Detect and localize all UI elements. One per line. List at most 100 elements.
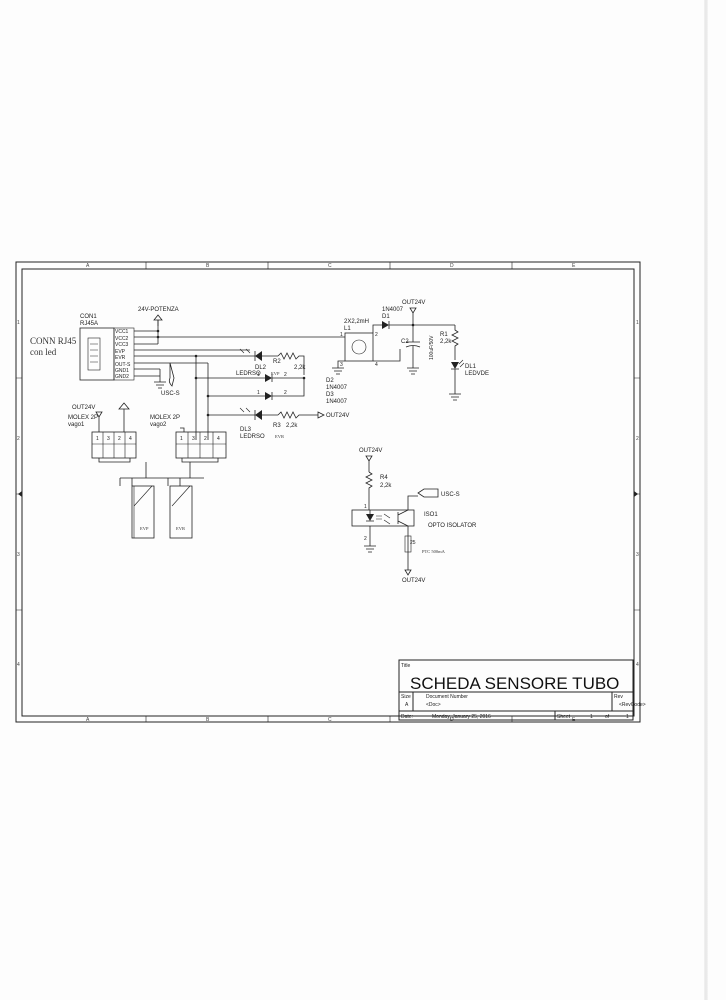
label-out24v-mid: OUT24V [326,413,349,419]
r4-value: 2,2k [380,483,392,489]
led-dl2: LEDRSO DL2 EVP [196,348,280,377]
date-value: Monday, January 25, 2016 [432,714,491,720]
pin-vcc1: VCC1 [115,329,129,335]
svg-text:1: 1 [257,390,260,396]
coil-wiring [119,462,204,486]
svg-text:2: 2 [284,390,287,396]
pin-out-s: OUT-S [115,362,131,368]
svg-text:2: 2 [375,332,378,338]
ptc-note: PTC 500mA [422,549,446,554]
resistor-r4: R4 2,2k 1 [364,471,392,510]
grid-row-2-right: 2 [636,436,639,442]
diode-d1: 1N4007 D1 [382,307,455,329]
svg-text:4: 4 [129,436,132,442]
dl2-note: EVP [271,371,280,376]
c2-value: 100uF/50V [429,335,435,360]
diode-d2: 1 2 D2 1N4007 [196,372,348,391]
svg-text:2: 2 [204,436,207,442]
of-label: of [605,714,610,720]
grid-col-c-top: C [328,263,332,269]
d2-ref: D2 [326,378,334,384]
net-out24v-top: OUT24V [402,300,425,327]
grid-col-e-top: E [572,263,576,269]
sheet-frame [15,261,641,723]
r1-value: 2,2k [440,339,452,345]
d3-part: 1N4007 [326,399,348,405]
inductor-l1: 2X2,2mH L1 1 3 2 4 [332,319,401,375]
r2-ref: R2 [273,359,281,365]
iso1-ref: ISO1 [424,512,438,518]
pin-evp: EVP [115,349,126,355]
grid-row-4-right: 4 [636,662,639,668]
d1-part: 1N4007 [382,307,404,313]
led-dl3: DL3 LEDRSO EVR [208,407,284,440]
svg-text:2: 2 [284,372,287,378]
rj45-note-line2: con led [30,347,57,357]
coil2-label: EVR [176,526,185,531]
schematic-title: SCHEDA SENSORE TUBO [410,674,619,693]
sheet-label: Sheet [557,714,571,720]
d3-ref: D3 [326,392,334,398]
net-out24v-iso-bottom: OUT24V [402,560,425,584]
sheet-value: 1 [590,714,593,720]
l1-value: 2X2,2mH [344,319,369,325]
molex2-sub: vago2 [150,422,167,428]
grid-labels: A B C D E A B C D E 1 2 3 4 1 2 3 4 [17,263,639,723]
rj45-note-line1: CONN RJ45 [30,336,77,346]
grid-col-d-top: D [450,263,454,269]
r3-ref: R3 [273,423,281,429]
pin-vcc2: VCC2 [115,336,129,342]
label-out24v-iso-bottom: OUT24V [402,578,425,584]
docnum-label: Document Number [426,694,468,700]
svg-text:3: 3 [107,436,110,442]
svg-text:1: 1 [340,332,343,338]
opto-isolator-iso1: ISO1 OPTO ISOLATOR 2 [351,495,477,560]
size-value: A [405,702,409,708]
label-out24v-molex: OUT24V [72,405,95,411]
grid-col-c-bottom: C [328,717,332,723]
label-usc-s-right: USC-S [441,492,460,498]
rev-label: Rev [614,694,623,700]
pin-gnd1: GND1 [115,368,129,374]
dl3-part: LEDRSO [240,434,265,440]
rev-value: <RevCode> [619,702,646,708]
dl3-ref: DL3 [240,427,252,433]
date-label: Date: [401,714,413,720]
con1-ref: CON1 [80,314,97,320]
pin-vcc3: VCC3 [115,342,129,348]
title-block: Title SCHEDA SENSORE TUBO Size A Documen… [398,659,646,721]
title-label: Title [401,663,410,669]
molex1-label: MOLEX 2P [68,415,98,421]
dl3-note: EVR [275,434,284,439]
svg-text:2: 2 [364,536,367,542]
net-out24v-iso-top: OUT24V [359,448,382,472]
coil-evr: EVR [169,485,193,539]
r3-value: 2,2k [286,423,298,429]
svg-text:3: 3 [340,362,343,368]
ground-symbols-left: USC-S [154,362,180,397]
svg-text:1: 1 [96,436,99,442]
ptc-fuse: 25 PTC 500mA [404,535,446,554]
svg-text:4: 4 [375,362,378,368]
grid-row-3-right: 3 [636,552,639,558]
capacitor-c2: C2 100uF/50V [401,325,435,375]
grid-row-3-left: 3 [17,552,20,558]
r2-value: 2,2k [294,365,306,371]
evp-evr-bus [170,354,210,440]
of-value: 1 [626,714,629,720]
dl2-ref: DL2 [255,365,267,371]
dl2-ref-part: LEDRSO [236,371,261,377]
grid-col-a-top: A [86,263,90,269]
grid-row-4-left: 4 [17,662,20,668]
iso1-part: OPTO ISOLATOR [428,523,477,529]
net-usc-s-right: USC-S [417,488,460,498]
grid-col-a-bottom: A [86,717,90,723]
grid-col-b-bottom: B [206,717,210,723]
r1-ref: R1 [440,332,448,338]
l1-ref: L1 [344,326,351,332]
d1-ref: D1 [382,314,390,320]
docnum-value: <Doc> [426,702,441,708]
rj45-connector: CONN RJ45 con led CON1 RJ45A VCC1 VCC2 V… [30,314,250,382]
